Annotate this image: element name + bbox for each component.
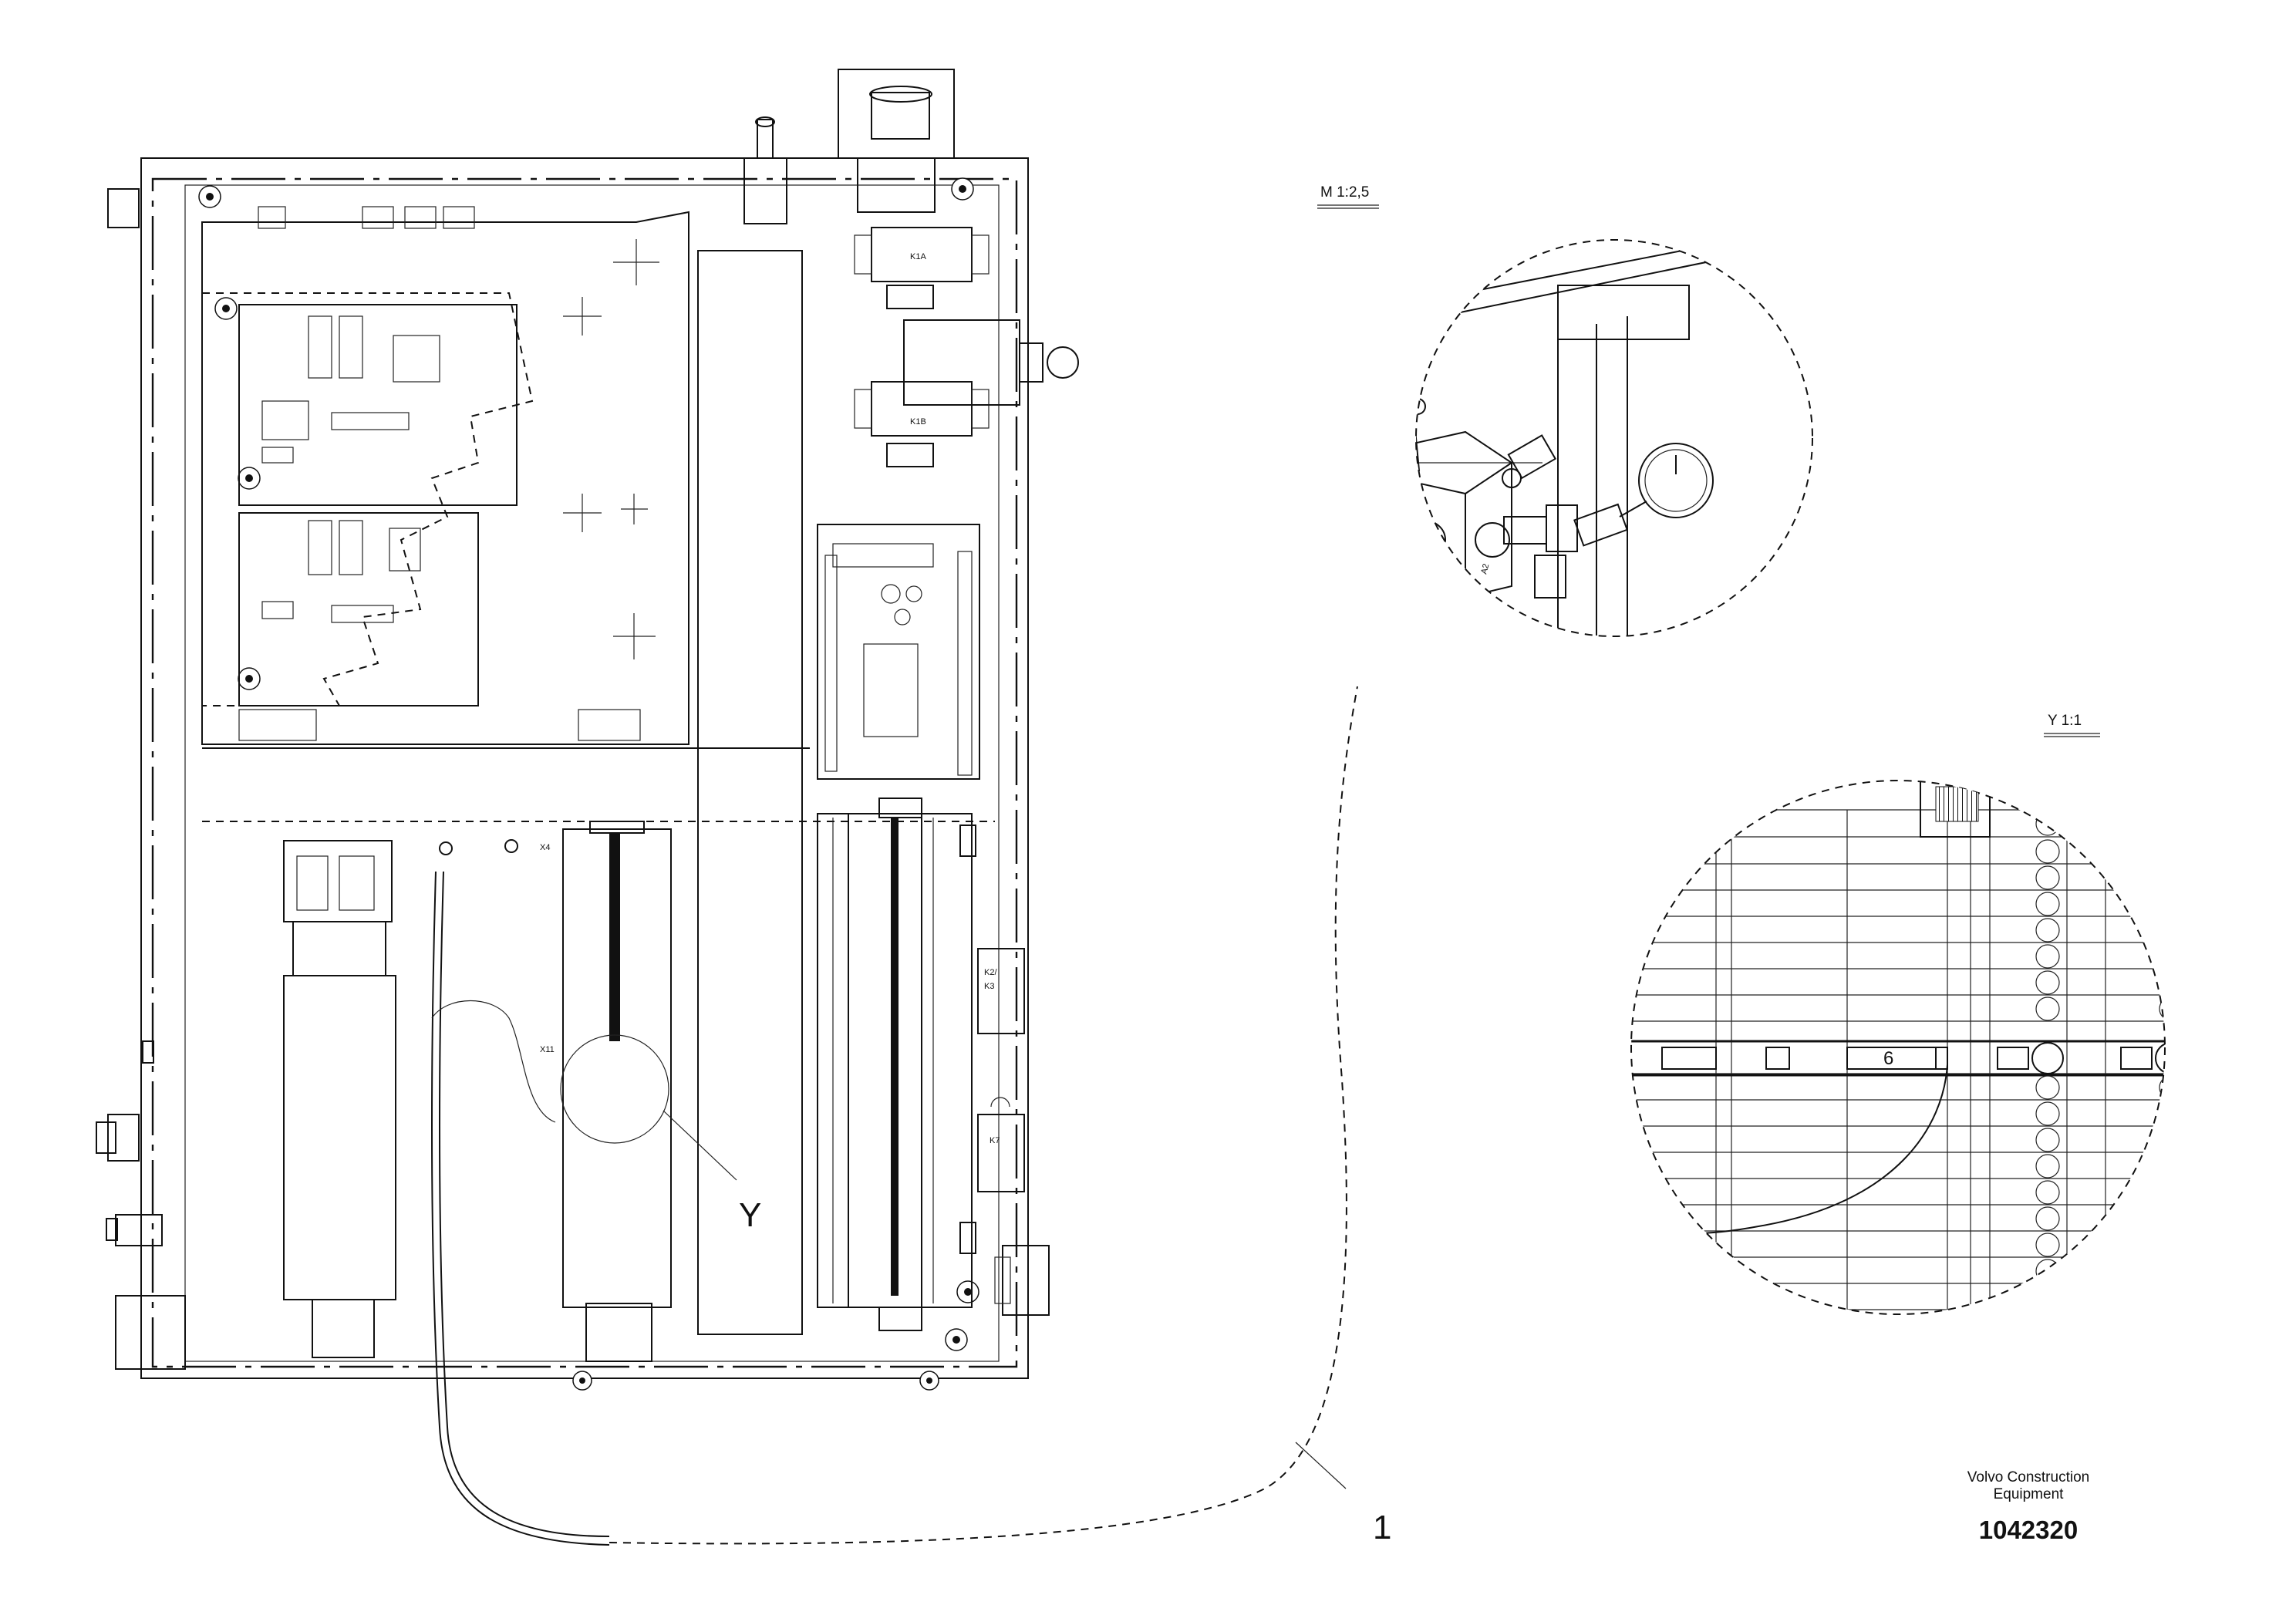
relays-right: K2/ K3 K7 [977, 948, 1050, 1316]
detail-y-view: Y 1:1 [1630, 713, 2166, 1315]
relay-k2-label: K2/ [984, 968, 997, 977]
mounting-bolts [198, 177, 979, 1391]
detail-m-scale: M 1:2,5 [1320, 184, 1369, 201]
publisher-block: Volvo Construction Equipment 1042320 [1913, 1469, 2144, 1545]
control-board [817, 524, 980, 780]
relay-k3-label: K3 [984, 982, 994, 991]
controller-plate [201, 206, 689, 745]
relay-block: K1A K1B [854, 227, 1079, 467]
terminal-strip-middle [562, 821, 672, 1362]
terminal-strip-left [283, 840, 396, 1358]
port-a2-label: A2 [1479, 563, 1491, 575]
terminal-x11-label: X11 [540, 1045, 555, 1054]
relay-k7-label: K7 [990, 1136, 1000, 1145]
relay-k1b-label: K1B [910, 417, 926, 427]
publisher-name-line1: Volvo Construction [1967, 1469, 2090, 1485]
detail-y-callout: Y [739, 1196, 761, 1234]
port-p1-label: P1 [1401, 445, 1413, 457]
terminal-x4-label: X4 [540, 843, 550, 852]
publisher-name-line2: Equipment [1993, 1486, 2064, 1502]
part-1-callout: 1 [1373, 1509, 1391, 1546]
detail-y-scale: Y 1:1 [2048, 713, 2082, 729]
fuse-block [817, 798, 976, 1331]
relay-k1a-label: K1A [910, 252, 926, 261]
electrical-cabinet: K1A K1B K2/ [96, 69, 1079, 1546]
detail-m-view: M 1:2,5 [1317, 184, 1813, 637]
item-6-label: 6 [1883, 1048, 1893, 1069]
drawing-number: 1042320 [1978, 1516, 2079, 1544]
